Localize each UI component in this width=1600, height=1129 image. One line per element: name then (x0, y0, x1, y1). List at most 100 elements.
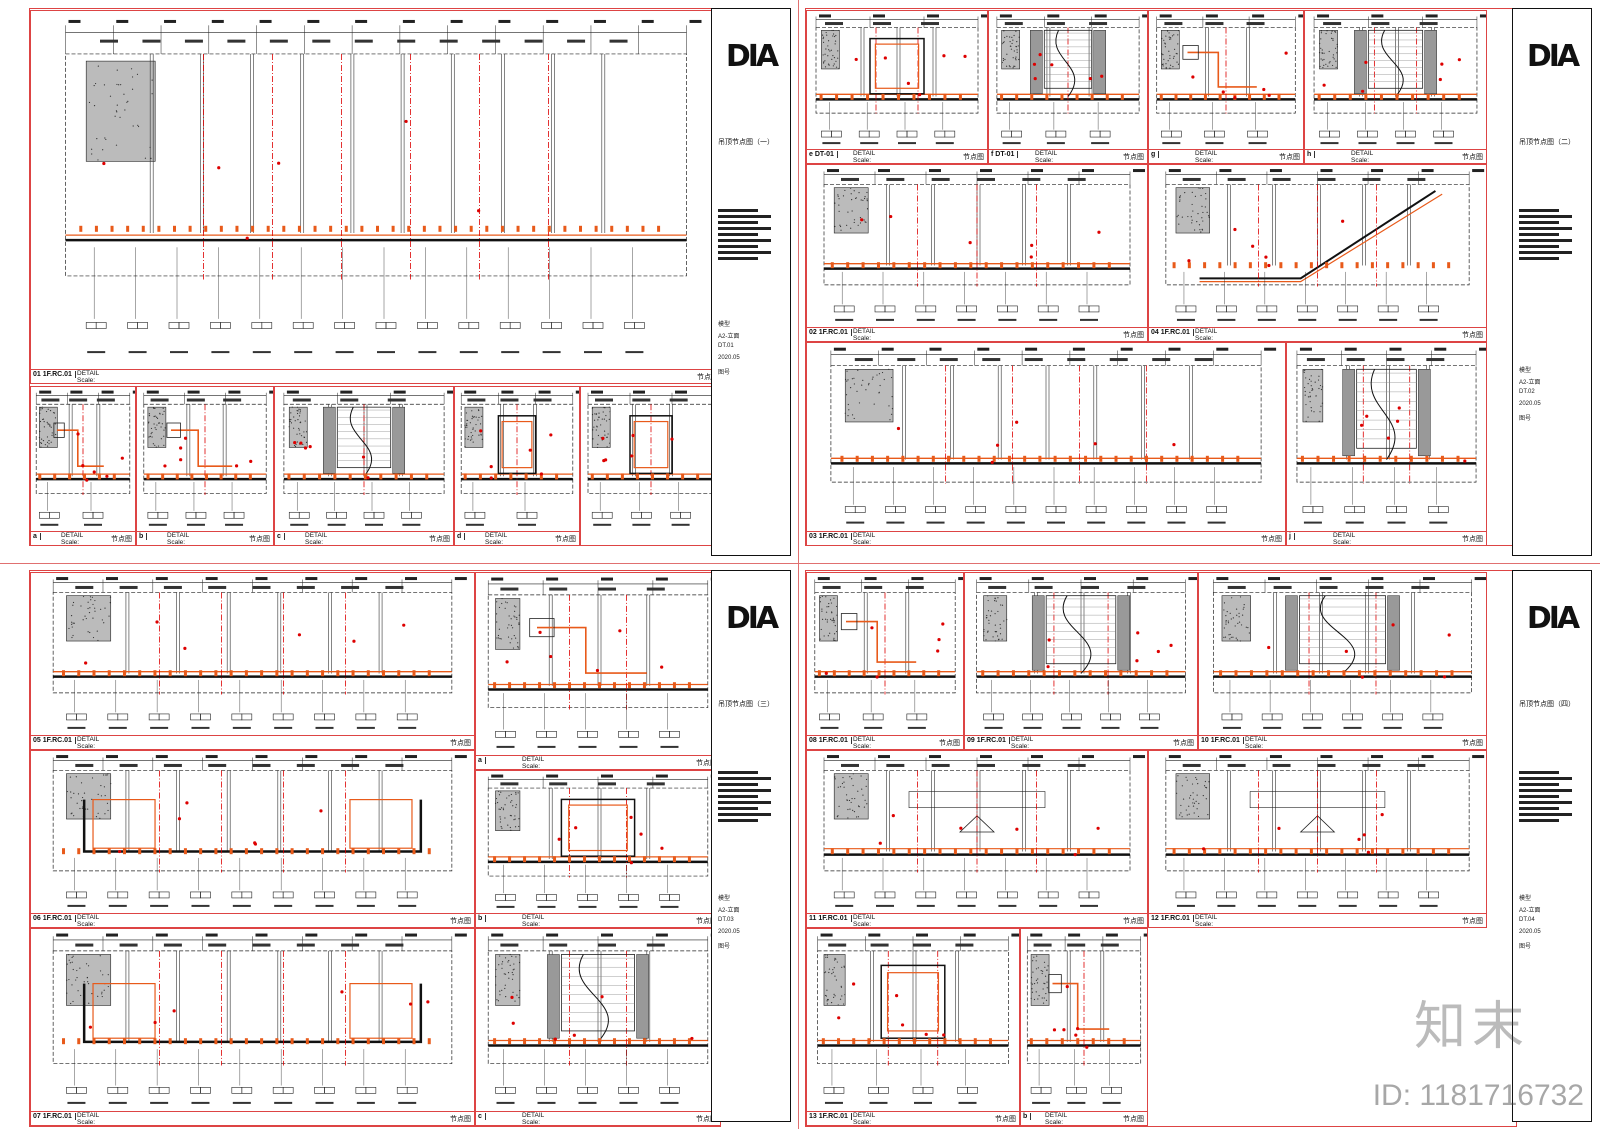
title-block-bar (1519, 227, 1572, 230)
sheet-divider-h (0, 563, 1600, 564)
detail-drawing-12 (1165, 755, 1485, 907)
title-block-bar (718, 209, 758, 212)
title-block: DIA 吊顶节点图（四） 模型 A2-立面 DT.04 2020.05 图号 (1512, 570, 1592, 1122)
title-block-bar (1519, 251, 1572, 254)
detail-drawing-d (460, 390, 579, 526)
detail-drawing-e (587, 390, 721, 526)
detail-drawing-11 (823, 755, 1145, 907)
title-block-bar (1519, 777, 1572, 780)
title-block-bar (718, 771, 758, 774)
title-block-bar (718, 257, 758, 260)
detail-drawing-c3 (487, 933, 720, 1104)
title-block-bar (1519, 239, 1572, 242)
title-block-bar (718, 795, 758, 798)
title-block-bar (1519, 257, 1559, 260)
detail-drawing-b4 (1026, 933, 1147, 1104)
title-block-bar (1519, 221, 1559, 224)
detail-drawing-b3 (487, 774, 720, 908)
title-block-bar (718, 227, 771, 230)
watermark-brand: 知末 (1413, 997, 1530, 1057)
detail-drawing-10 (1213, 577, 1486, 729)
watermark-id: ID: 1181716732 (1372, 1079, 1584, 1112)
title-block-bar (1519, 215, 1572, 218)
detail-drawing-05 (52, 577, 467, 729)
title-block-bar (718, 245, 758, 248)
detail-drawing-j (1296, 347, 1486, 524)
title-block-bar (718, 807, 758, 810)
sheet-divider-v (798, 0, 799, 1129)
detail-drawing-b (143, 390, 273, 526)
title-block-bar (1519, 795, 1559, 798)
panel-concrete[interactable] (580, 386, 722, 546)
detail-drawing-f (996, 14, 1147, 145)
title-block-bar (718, 783, 758, 786)
title-block-bar (1519, 807, 1559, 810)
detail-drawing-08 (814, 577, 963, 729)
detail-drawing-01 (65, 19, 702, 354)
title-block-bar (1519, 233, 1559, 236)
title-block-bar (718, 215, 771, 218)
title-block-bar (1519, 209, 1559, 212)
title-block: DIA 吊顶节点图（一） 模型 A2-立面 DT.01 2020.05 图号 (711, 8, 791, 556)
title-block-bar (718, 819, 758, 822)
detail-drawing-06 (52, 755, 467, 907)
title-block-bar (718, 789, 771, 792)
title-block-bar (1519, 801, 1572, 804)
title-block-bar (1519, 783, 1559, 786)
title-block-bar (1519, 771, 1559, 774)
detail-drawing-g (1156, 14, 1303, 145)
detail-drawing-a3 (487, 577, 720, 748)
detail-drawing-07 (52, 933, 467, 1104)
detail-drawing-04 (1165, 169, 1485, 321)
title-block-bar (718, 233, 758, 236)
detail-drawing-09 (976, 577, 1197, 729)
dia-logo: DIA (725, 39, 779, 74)
detail-drawing-a (35, 390, 135, 526)
detail-drawing-03 (830, 347, 1277, 524)
title-block-bar (718, 813, 771, 816)
title-block-bar (1519, 245, 1559, 248)
detail-drawing-e2 (815, 14, 987, 145)
detail-drawing-h (1313, 14, 1486, 145)
title-block-bar (718, 221, 758, 224)
detail-drawing-c (283, 390, 453, 526)
detail-drawing-02 (823, 169, 1145, 321)
title-block-bar (1519, 813, 1572, 816)
title-block-bar (1519, 819, 1559, 822)
title-block-bar (718, 801, 771, 804)
title-block-bar (718, 251, 771, 254)
title-block: DIA 吊顶节点图（三） 模型 A2-立面 DT.03 2020.05 图号 (711, 570, 791, 1122)
detail-drawing-13 (817, 933, 1019, 1104)
title-block: DIA 吊顶节点图（二） 模型 A2-立面 DT.02 2020.05 图号 (1512, 8, 1592, 556)
